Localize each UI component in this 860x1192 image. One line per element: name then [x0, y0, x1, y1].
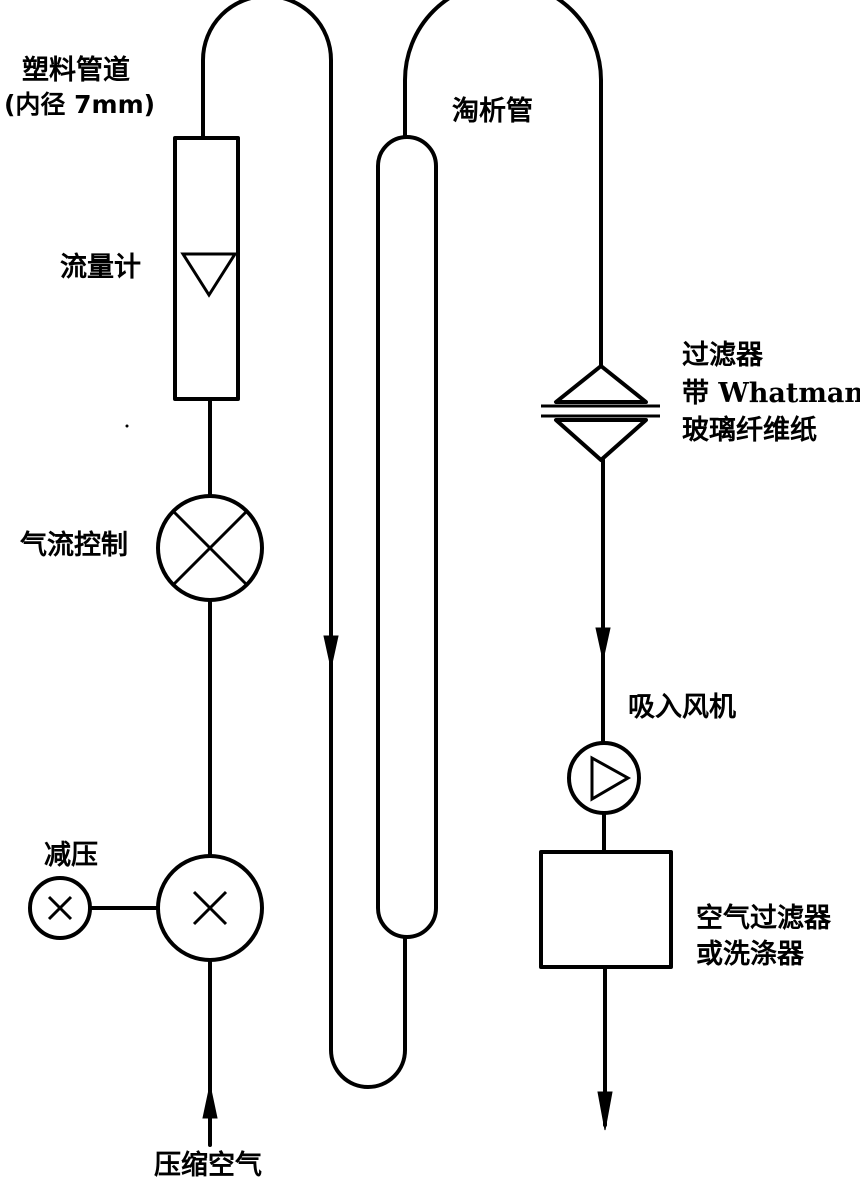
plastic-pipe-label: 塑料管道	[22, 55, 130, 86]
fan-triangle-icon	[590, 755, 632, 802]
flowmeter-label: 流量计	[60, 252, 141, 283]
suction-fan-label: 吸入风机	[628, 692, 736, 723]
airflow-control-label: 气流控制	[20, 530, 128, 561]
flowmeter	[173, 136, 240, 401]
compressed-air-label: 压缩空气	[154, 1150, 262, 1181]
plastic-pipe-hump	[201, 0, 333, 662]
air-filter-label-line2: 或洗涤器	[696, 939, 804, 970]
valve-cross-line	[171, 509, 249, 587]
valve-cross-line	[47, 895, 73, 921]
down-arrow-icon	[323, 635, 339, 669]
filter-label-line2: 带 Whatman	[682, 378, 860, 409]
filter-label-line3: 玻璃纤维纸	[682, 415, 817, 446]
elutriator-tube	[376, 135, 438, 939]
air-filter-box	[539, 850, 673, 969]
inner-diameter-label: (内径 7mm)	[4, 90, 156, 119]
down-arrow-icon	[595, 627, 611, 661]
filter-lower-cone	[554, 418, 648, 462]
filter-upper-cone	[554, 364, 648, 404]
pipe-to-filter	[403, 0, 603, 368]
pressure-reduction-label: 减压	[44, 840, 98, 871]
flowmeter-triangle-icon	[180, 252, 238, 298]
air-filter-label-line1: 空气过滤器	[696, 903, 831, 934]
outlet-arrow-icon	[597, 1091, 613, 1131]
stray-dot	[125, 424, 129, 428]
inlet-arrow-icon	[202, 1084, 218, 1119]
valve-cross-line	[192, 890, 228, 926]
filter-label-line1: 过滤器	[682, 340, 763, 371]
pipe-u-turn	[329, 658, 407, 1089]
elutriator-tube-label: 淘析管	[452, 96, 533, 127]
